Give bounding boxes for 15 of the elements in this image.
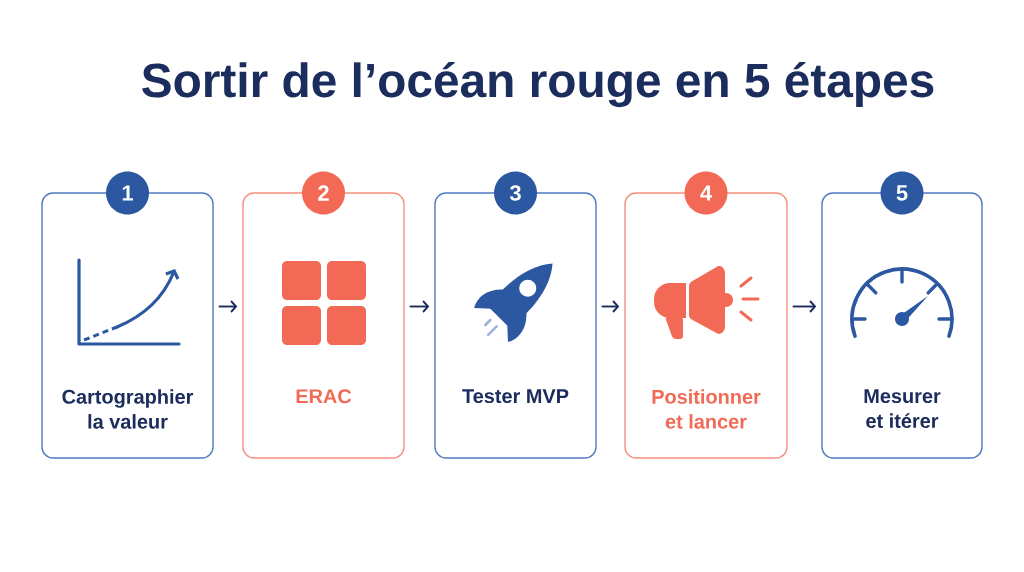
- step-label: Cartographier la valeur: [62, 389, 194, 429]
- arrow: [217, 300, 238, 313]
- step-label: Tester MVP: [462, 389, 569, 404]
- arrow: [791, 300, 817, 313]
- title: Sortir de l’océan rouge en 5 étapes: [142, 61, 934, 108]
- arrow: [408, 300, 430, 313]
- number-badge: 3: [494, 171, 537, 215]
- number-badge: 1: [106, 171, 149, 215]
- number-badge: 2: [302, 171, 345, 215]
- arrow: [600, 300, 620, 313]
- step-label: ERAC: [296, 389, 352, 404]
- number-badge: 4: [684, 171, 728, 215]
- step-label: Mesurer et itérer: [864, 389, 941, 428]
- number-badge: 5: [880, 171, 924, 215]
- step-label: Positionner et lancer: [652, 389, 761, 429]
